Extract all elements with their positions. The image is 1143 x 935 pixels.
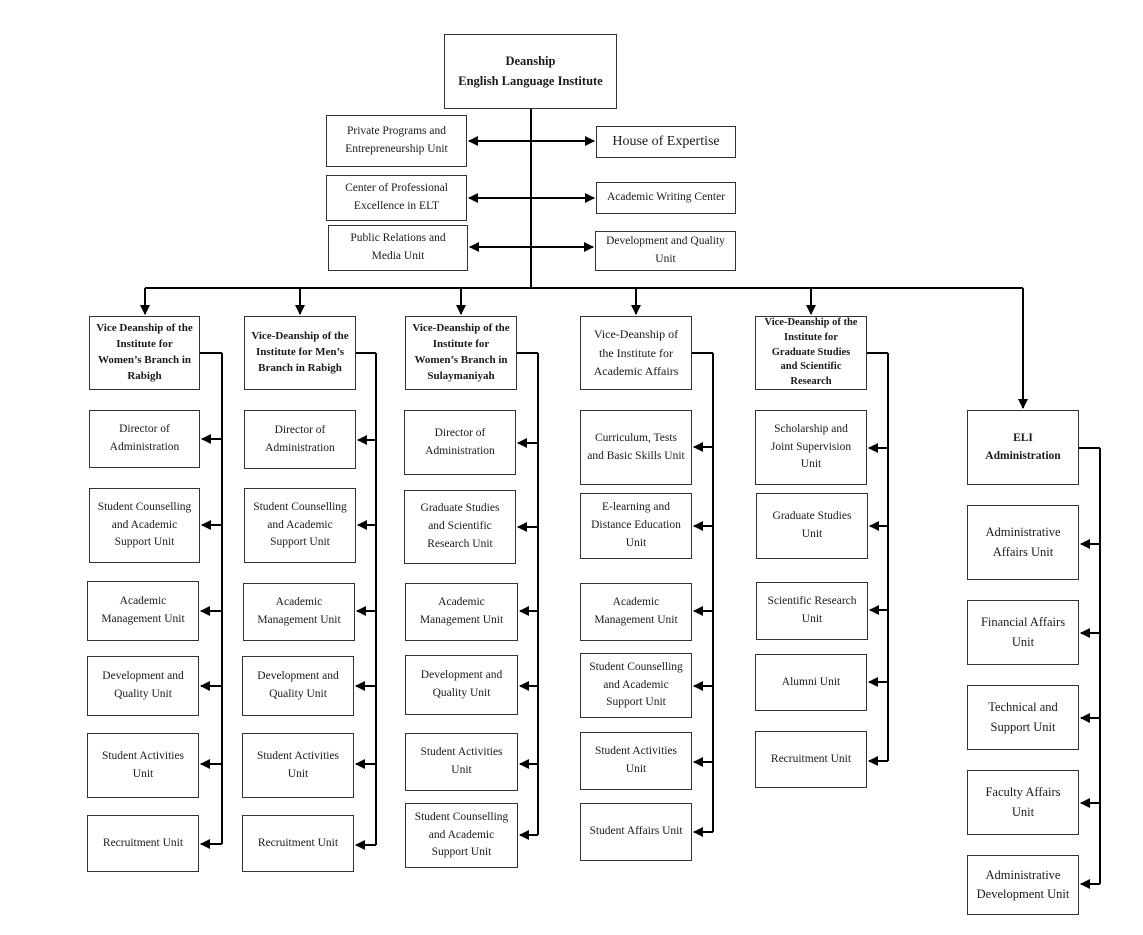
col3-unit-6: Student Counselling and Academic Support… — [405, 803, 518, 868]
connector-lines — [140, 109, 1101, 889]
col5-unit-2: Graduate Studies Unit — [756, 493, 868, 559]
col6-unit-3: Technical and Support Unit — [967, 685, 1079, 750]
side-unit-left-3: Public Relations and Media Unit — [328, 225, 468, 271]
col5-unit-3: Scientific Research Unit — [756, 582, 868, 640]
side-unit-right-2: Academic Writing Center — [596, 182, 736, 214]
deanship-box: Deanship English Language Institute — [444, 34, 617, 109]
side-unit-right-1: House of Expertise — [596, 126, 736, 158]
col6-unit-5: Administrative Development Unit — [967, 855, 1079, 915]
col1-unit-3: Academic Management Unit — [87, 581, 199, 641]
col5-unit-4: Alumni Unit — [755, 654, 867, 711]
col4-unit-5: Student Activities Unit — [580, 732, 692, 790]
col1-unit-4: Development and Quality Unit — [87, 656, 199, 716]
col5-unit-1: Scholarship and Joint Supervision Unit — [755, 410, 867, 485]
col2-unit-1: Director of Administration — [244, 410, 356, 469]
side-unit-right-3: Development and Quality Unit — [595, 231, 736, 271]
col6-head: ELI Administration — [967, 410, 1079, 485]
col6-unit-2: Financial Affairs Unit — [967, 600, 1079, 665]
col1-unit-1: Director of Administration — [89, 410, 200, 468]
col1-unit-2: Student Counselling and Academic Support… — [89, 488, 200, 563]
col3-unit-5: Student Activities Unit — [405, 733, 518, 791]
side-unit-left-1: Private Programs and Entrepreneurship Un… — [326, 115, 467, 167]
col1-unit-5: Student Activities Unit — [87, 733, 199, 798]
col3-head: Vice-Deanship of the Institute for Women… — [405, 316, 517, 390]
col3-unit-3: Academic Management Unit — [405, 583, 518, 641]
col3-unit-2: Graduate Studies and Scientific Research… — [404, 490, 516, 564]
col2-unit-3: Academic Management Unit — [243, 583, 355, 641]
col4-unit-1: Curriculum, Tests and Basic Skills Unit — [580, 410, 692, 485]
col2-unit-6: Recruitment Unit — [242, 815, 354, 872]
col3-unit-1: Director of Administration — [404, 410, 516, 475]
col4-unit-2: E-learning and Distance Education Unit — [580, 493, 692, 559]
col4-head: Vice-Deanship of the Institute for Acade… — [580, 316, 692, 390]
col2-head: Vice-Deanship of the Institute for Men’s… — [244, 316, 356, 390]
col1-unit-6: Recruitment Unit — [87, 815, 199, 872]
col4-unit-4: Student Counselling and Academic Support… — [580, 653, 692, 718]
col6-unit-1: Administrative Affairs Unit — [967, 505, 1079, 580]
col4-unit-6: Student Affairs Unit — [580, 803, 692, 861]
side-unit-left-2: Center of Professional Excellence in ELT — [326, 175, 467, 221]
col2-unit-4: Development and Quality Unit — [242, 656, 354, 716]
col2-unit-5: Student Activities Unit — [242, 733, 354, 798]
col3-unit-4: Development and Quality Unit — [405, 655, 518, 715]
col5-head: Vice-Deanship of the Institute for Gradu… — [755, 316, 867, 390]
col6-unit-4: Faculty Affairs Unit — [967, 770, 1079, 835]
col4-unit-3: Academic Management Unit — [580, 583, 692, 641]
col1-head: Vice Deanship of the Institute for Women… — [89, 316, 200, 390]
col2-unit-2: Student Counselling and Academic Support… — [244, 488, 356, 563]
col5-unit-5: Recruitment Unit — [755, 731, 867, 788]
